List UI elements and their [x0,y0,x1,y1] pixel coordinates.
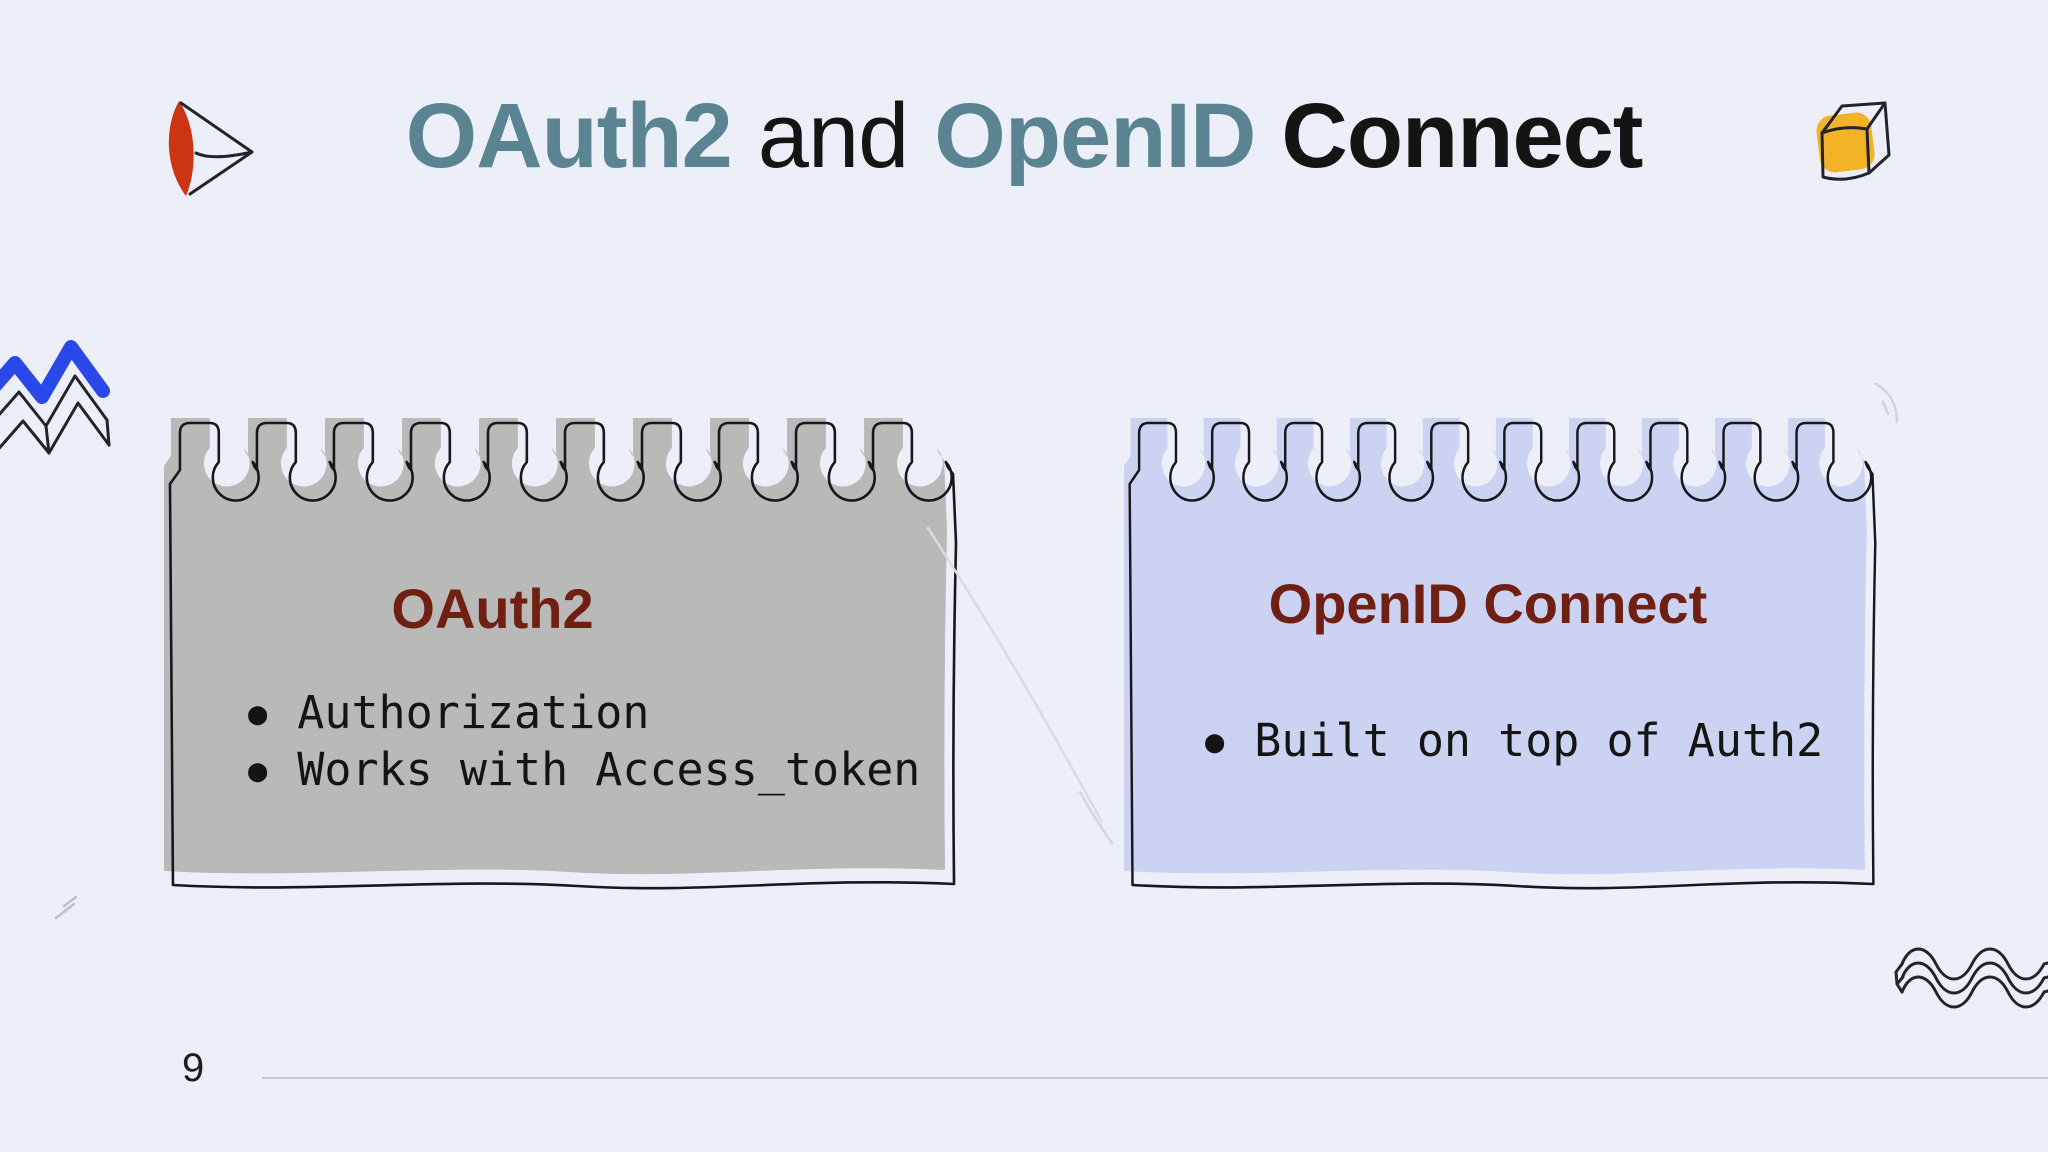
zigzag-icon [0,340,111,455]
bullet-text: Built on top of Auth2 [1254,714,1824,767]
list-item: ● Works with Access_token [248,741,920,798]
card-oauth2: OAuth2 ● Authorization ● Works with Acce… [164,418,961,898]
list-item: ● Authorization [248,684,920,741]
card-title: OpenID Connect [1268,572,1708,635]
bullet-icon: ● [1205,721,1225,760]
title-connect: Connect [1281,85,1643,187]
torn-paper-shape [1124,418,1877,890]
title-oauth2: OAuth2 [405,85,733,187]
torn-paper-shape [164,418,958,890]
waves-icon [1894,947,2048,1009]
list-item: ● Built on top of Auth2 [1205,712,1823,769]
card-title: OAuth2 [391,577,594,640]
page-number: 9 [182,1046,205,1090]
bullet-icon: ● [248,693,268,732]
card-openid-connect: OpenID Connect ● Built on top of Auth2 [1124,418,1880,898]
bullet-list: ● Built on top of Auth2 [1205,712,1823,769]
bullet-text: Works with Access_token [297,743,921,796]
title-and: and [757,85,909,187]
bullet-text: Authorization [297,686,650,739]
bullet-list: ● Authorization ● Works with Access_toke… [248,684,920,798]
footer-divider [262,1077,2048,1079]
bullet-icon: ● [248,750,268,789]
title-openid: OpenID [934,85,1256,187]
